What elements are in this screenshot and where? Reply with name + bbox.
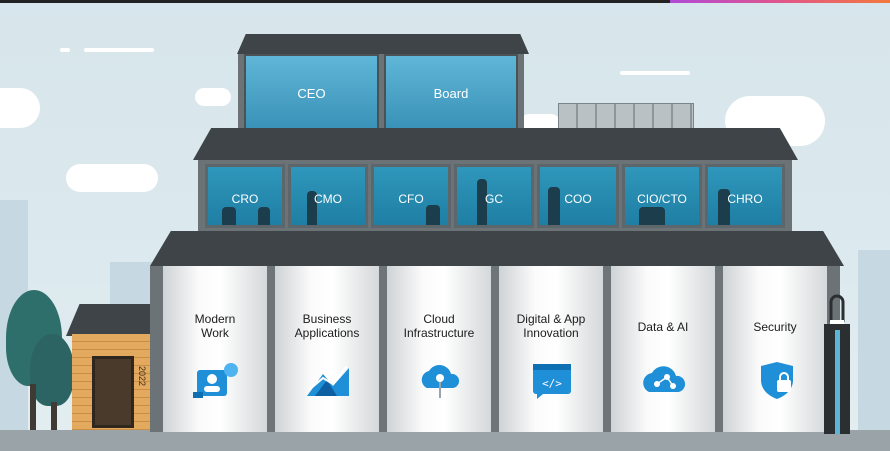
cloud — [0, 88, 40, 128]
pillar-modern-work[interactable]: Modern Work — [163, 266, 267, 432]
ceo-label: CEO — [297, 86, 326, 101]
office-label: CMO — [314, 192, 342, 206]
pillar-title: Digital & App Innovation — [516, 312, 586, 340]
ceo-office: CEO — [244, 54, 379, 130]
pillar-title: Modern Work — [194, 312, 236, 340]
sky-streak — [84, 48, 154, 52]
office-label: CRO — [231, 192, 259, 206]
window-top-bar — [0, 0, 890, 3]
user-card-icon — [193, 363, 238, 398]
office-coo: COO — [537, 164, 619, 228]
pillar-roof — [150, 231, 844, 266]
pillar-separator — [491, 266, 499, 432]
pillar-cloud-infrastructure[interactable]: Cloud Infrastructure — [387, 266, 491, 432]
shield-lock-icon — [761, 362, 793, 399]
svg-text:</>: </> — [542, 377, 562, 390]
office-gc: GC — [454, 164, 534, 228]
office-label: CIO/CTO — [637, 192, 687, 206]
pillar-title: Security — [753, 320, 797, 334]
pillar-separator — [267, 266, 275, 432]
office-label: COO — [564, 192, 592, 206]
cloud-network-icon — [643, 366, 686, 392]
cloud-upload-icon — [421, 365, 460, 398]
pillar-separator — [715, 266, 723, 432]
skyline — [858, 250, 890, 430]
code-window-icon: </> — [533, 364, 571, 399]
office-chro: CHRO — [705, 164, 785, 228]
shed-roof — [66, 304, 156, 336]
pillar-title: Data & AI — [637, 320, 689, 334]
tree-trunk — [30, 384, 36, 430]
pillar-business-applications[interactable]: Business Applications — [275, 266, 379, 432]
middle-roof — [193, 128, 798, 160]
board-label: Board — [433, 86, 469, 101]
office-label: CHRO — [727, 192, 763, 206]
office-label: CFO — [398, 192, 424, 206]
board-office: Board — [384, 54, 518, 130]
ground — [0, 430, 890, 451]
tree — [30, 334, 74, 406]
cloud — [195, 88, 231, 106]
pillar-separator — [603, 266, 611, 432]
cloud — [520, 114, 560, 132]
office-label: GC — [485, 192, 503, 206]
pillar-separator — [379, 266, 387, 432]
sky-streak — [60, 48, 70, 52]
shed-year: 2022 — [137, 366, 147, 387]
cloud — [66, 164, 158, 192]
office-cio-cto: CIO/CTO — [622, 164, 702, 228]
pillar-title: Cloud Infrastructure — [403, 312, 475, 340]
top-roof — [237, 34, 529, 54]
office-cmo: CMO — [288, 164, 368, 228]
mountain-chart-icon — [307, 365, 349, 396]
sky-streak — [620, 71, 690, 75]
pillar-data-ai[interactable]: Data & AI — [611, 266, 715, 432]
solar-panels — [558, 103, 694, 131]
pillar-title: Business Applications — [294, 312, 360, 340]
shed-door — [92, 356, 134, 428]
pillar-security[interactable]: Security — [723, 266, 827, 432]
office-cfo: CFO — [371, 164, 451, 228]
tree-trunk — [51, 402, 57, 430]
office-cro: CRO — [205, 164, 285, 228]
pillar-digital-app-innovation[interactable]: Digital & App Innovation </> — [499, 266, 603, 432]
street-lamp — [824, 294, 850, 434]
